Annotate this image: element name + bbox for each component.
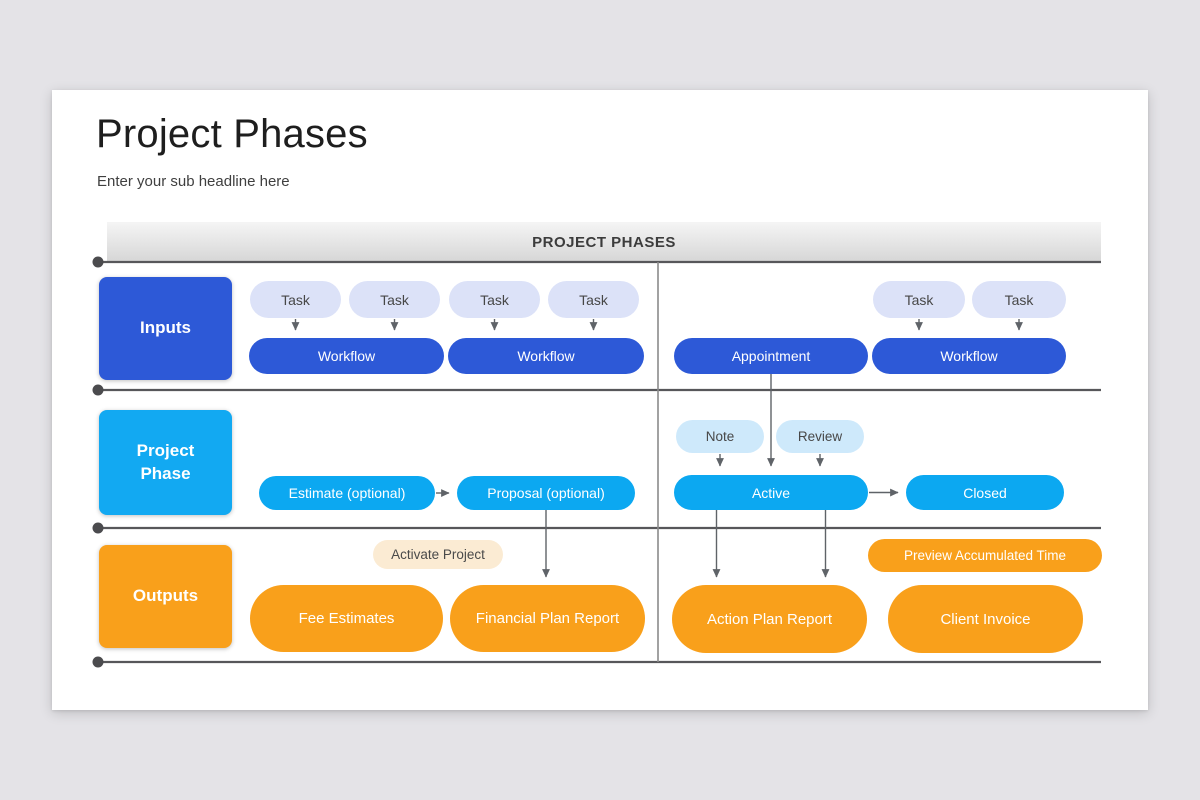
- node-fee-estimates[interactable]: Fee Estimates: [250, 585, 443, 652]
- node-action-plan-report[interactable]: Action Plan Report: [672, 585, 867, 653]
- timeline-dot-1: [92, 256, 104, 268]
- node-appointment[interactable]: Appointment: [674, 338, 868, 374]
- node-workflow-3[interactable]: Workflow: [872, 338, 1066, 374]
- slide-subtitle: Enter your sub headline here: [97, 173, 290, 190]
- row-label-project-phase[interactable]: Project Phase: [99, 410, 232, 515]
- node-proposal[interactable]: Proposal (optional): [457, 476, 635, 510]
- slide-title: Project Phases: [96, 112, 368, 156]
- node-task-5[interactable]: Task: [873, 281, 965, 318]
- node-client-invoice[interactable]: Client Invoice: [888, 585, 1083, 653]
- node-task-1[interactable]: Task: [250, 281, 341, 318]
- timeline-dot-2: [92, 384, 104, 396]
- node-workflow-2[interactable]: Workflow: [448, 338, 644, 374]
- node-task-2[interactable]: Task: [349, 281, 440, 318]
- slide-card: Project Phases Enter your sub headline h…: [52, 90, 1148, 710]
- banner-header: PROJECT PHASES: [107, 222, 1101, 262]
- node-review[interactable]: Review: [776, 420, 864, 453]
- timeline-dot-3: [92, 522, 104, 534]
- node-estimate[interactable]: Estimate (optional): [259, 476, 435, 510]
- node-task-6[interactable]: Task: [972, 281, 1066, 318]
- node-task-3[interactable]: Task: [449, 281, 540, 318]
- node-preview-accumulated-time[interactable]: Preview Accumulated Time: [868, 539, 1102, 572]
- node-task-4[interactable]: Task: [548, 281, 639, 318]
- row-label-inputs[interactable]: Inputs: [99, 277, 232, 380]
- node-workflow-1[interactable]: Workflow: [249, 338, 444, 374]
- diagram-lines-layer: [92, 256, 1101, 668]
- row-label-outputs[interactable]: Outputs: [99, 545, 232, 648]
- timeline-dot-4: [92, 656, 104, 668]
- node-note[interactable]: Note: [676, 420, 764, 453]
- node-financial-plan-report[interactable]: Financial Plan Report: [450, 585, 645, 652]
- node-active[interactable]: Active: [674, 475, 868, 510]
- node-closed[interactable]: Closed: [906, 475, 1064, 510]
- node-activate-project[interactable]: Activate Project: [373, 540, 503, 569]
